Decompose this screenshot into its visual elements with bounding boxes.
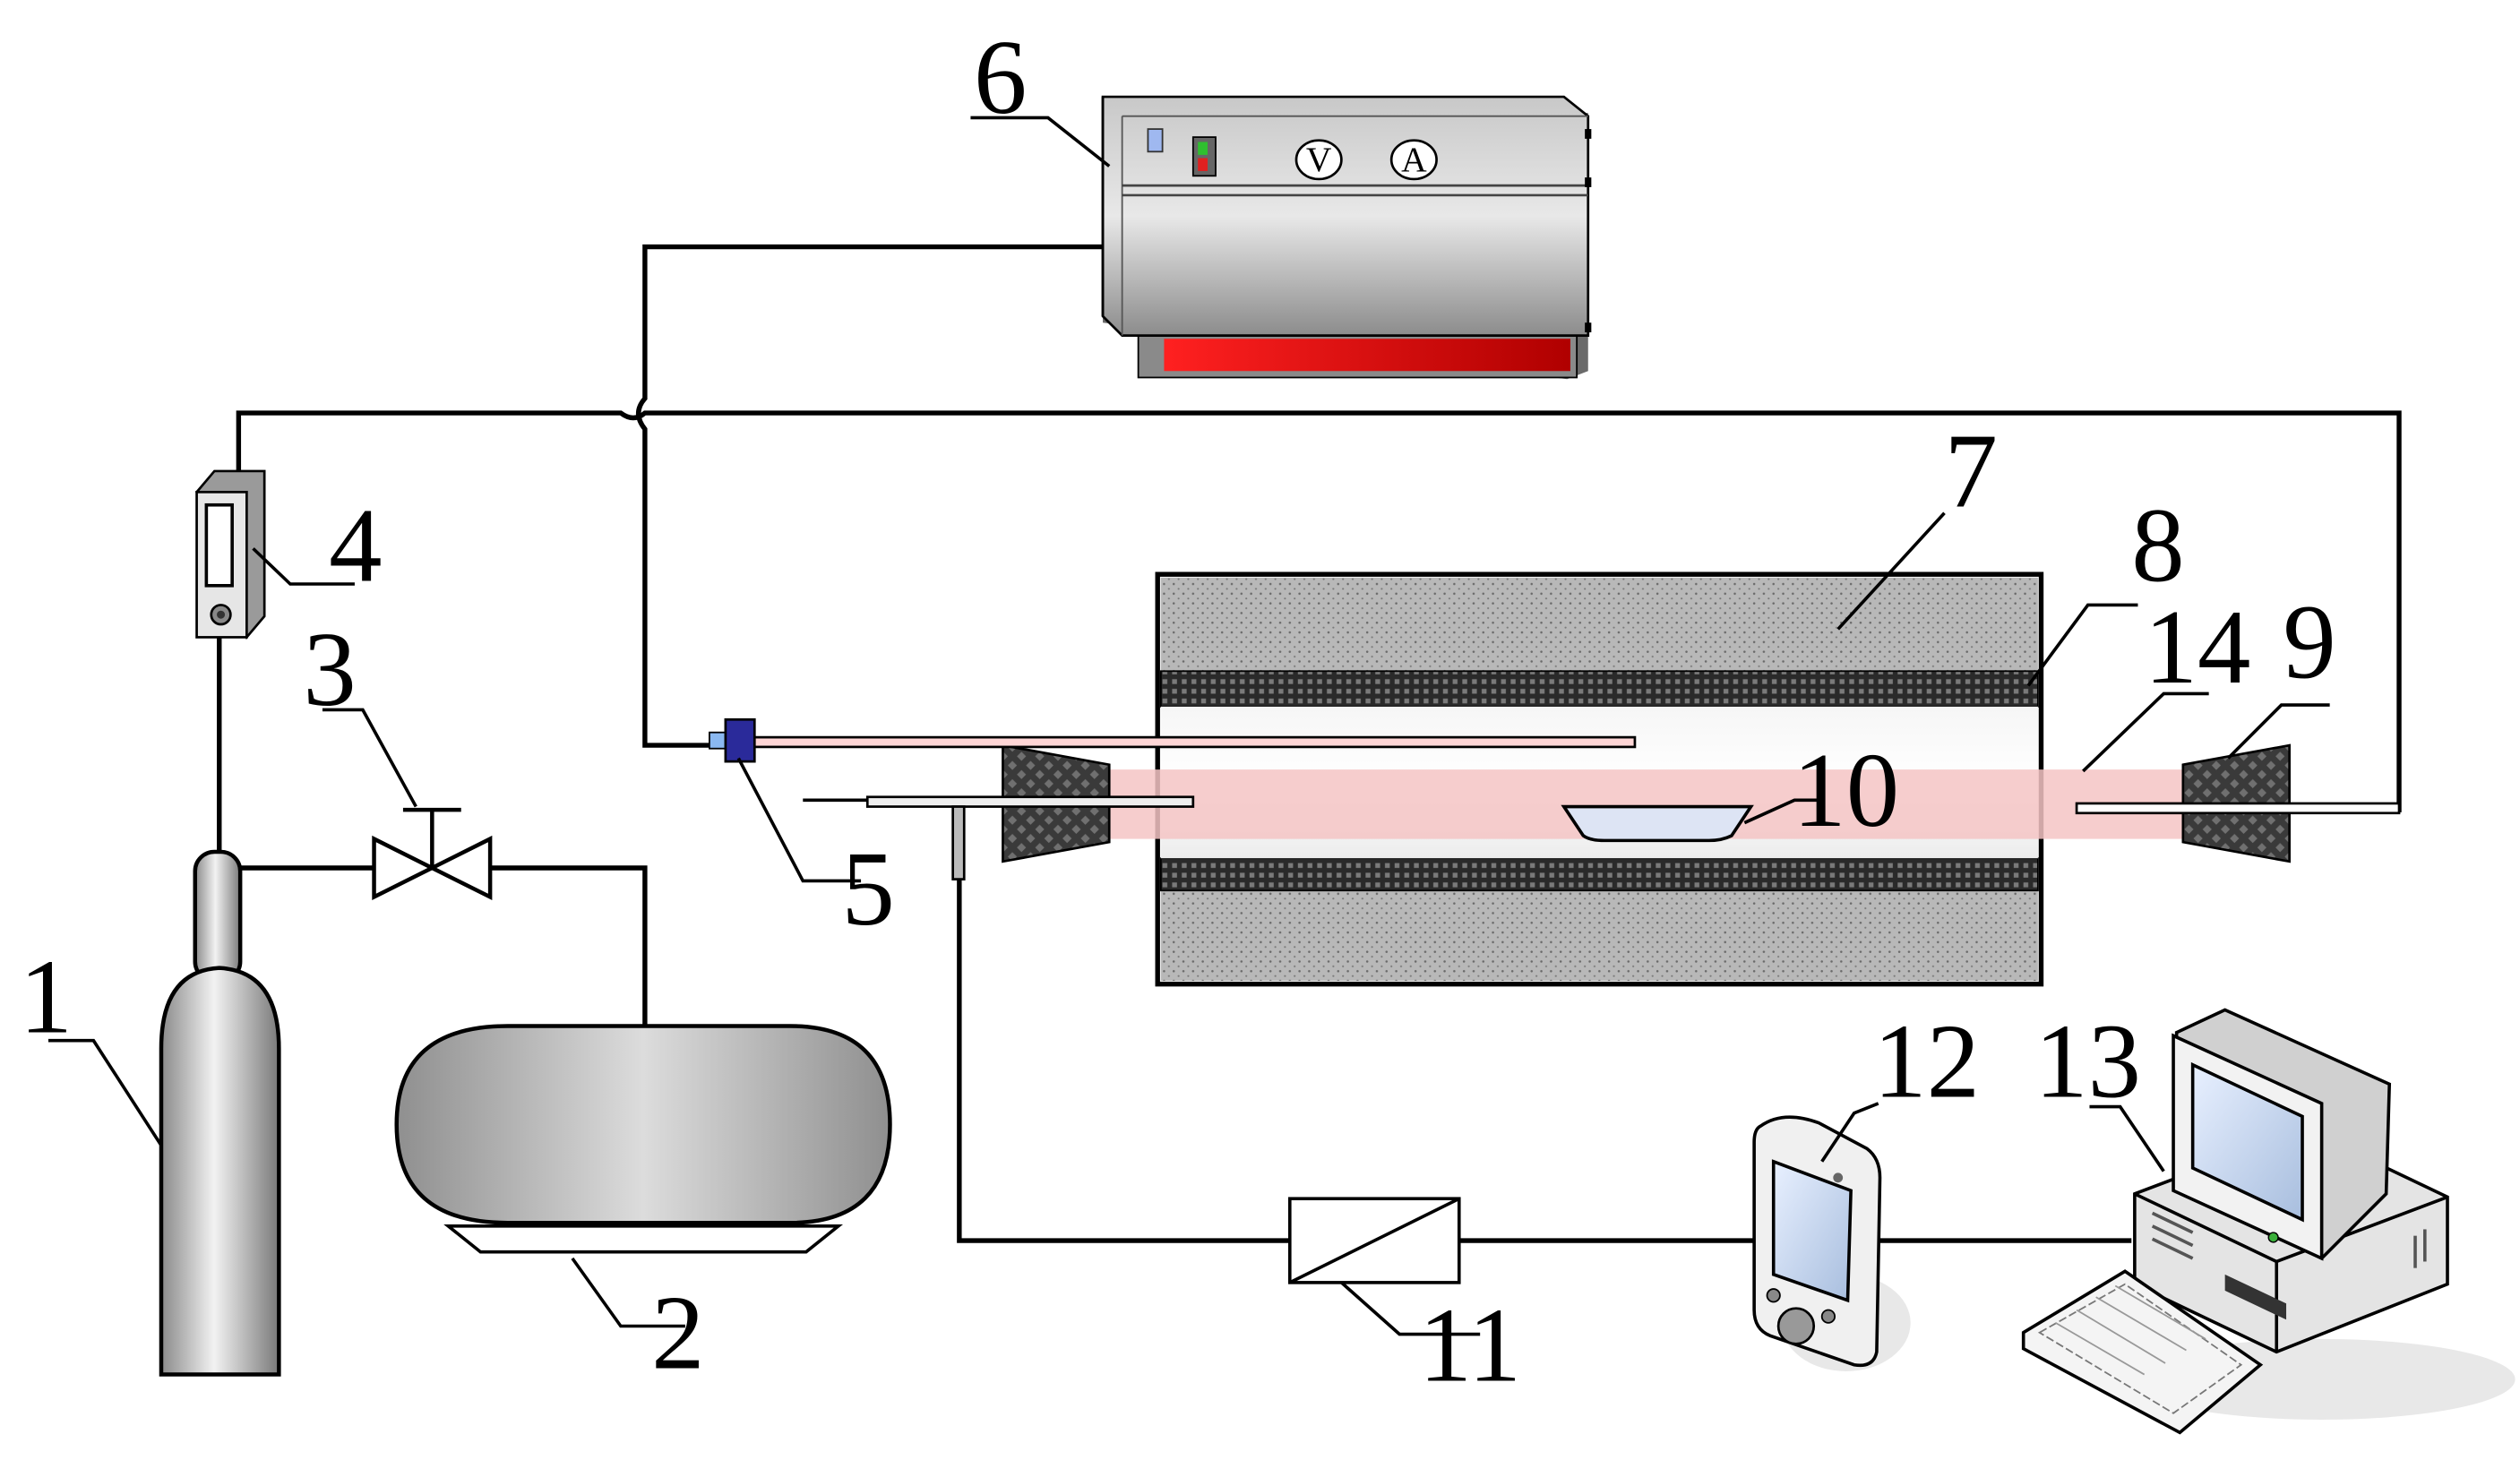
computer	[2021, 1008, 2516, 1435]
power-indicator-strip	[1164, 339, 1570, 372]
label-8: 8	[2131, 485, 2184, 604]
label-13: 13	[2034, 1002, 2141, 1121]
voltmeter-icon	[1294, 139, 1343, 181]
connection-lines	[217, 244, 2402, 1243]
gas-storage-tank	[394, 1024, 892, 1254]
keyboard	[2021, 1269, 2264, 1435]
leader-lines	[47, 116, 2330, 1336]
furnace-insulation-bottom	[1160, 890, 2038, 982]
signal-line	[957, 819, 2132, 1243]
label-6: 6	[974, 18, 1027, 136]
heating-element-bottom	[1159, 857, 2039, 892]
label-14: 14	[2145, 588, 2251, 706]
outlet-tube-right	[2075, 802, 2401, 815]
thermocouple-rod	[736, 735, 1637, 749]
needle-valve	[372, 807, 493, 901]
inner-rods	[736, 735, 2401, 880]
furnace-insulation-top	[1160, 577, 2038, 672]
label-4: 4	[329, 485, 382, 604]
signal-converter	[1287, 1197, 1461, 1284]
label-10: 10	[1793, 731, 1899, 849]
ammeter-icon	[1389, 139, 1438, 181]
gas-line-top-loop	[236, 410, 2402, 812]
label-11: 11	[1419, 1286, 1521, 1404]
label-5: 5	[841, 829, 894, 948]
handheld-data-logger	[1752, 1115, 1911, 1371]
label-2: 2	[651, 1273, 704, 1391]
component-labels: 1 2 3 4 5 6 7 8 9 10 11 12 13 14	[20, 18, 2336, 1404]
label-12: 12	[1873, 1002, 1980, 1121]
label-7: 7	[1944, 412, 1997, 530]
heating-element-top	[1159, 670, 2039, 708]
sensor-probe	[951, 805, 966, 880]
ammeter-label: A	[1401, 140, 1427, 179]
voltmeter-label: V	[1306, 140, 1332, 179]
temperature-controller: V A	[1101, 95, 1592, 380]
gas-line-cylinder-to-tank	[235, 865, 648, 1026]
gas-cylinder	[159, 849, 281, 1377]
sample-boat	[1561, 804, 1754, 843]
thermocouple-wire	[636, 244, 1120, 748]
label-9: 9	[2283, 582, 2335, 700]
thermocouple-connector	[708, 717, 756, 763]
flowmeter	[195, 469, 266, 640]
label-3: 3	[303, 610, 356, 728]
label-1: 1	[20, 938, 73, 1056]
